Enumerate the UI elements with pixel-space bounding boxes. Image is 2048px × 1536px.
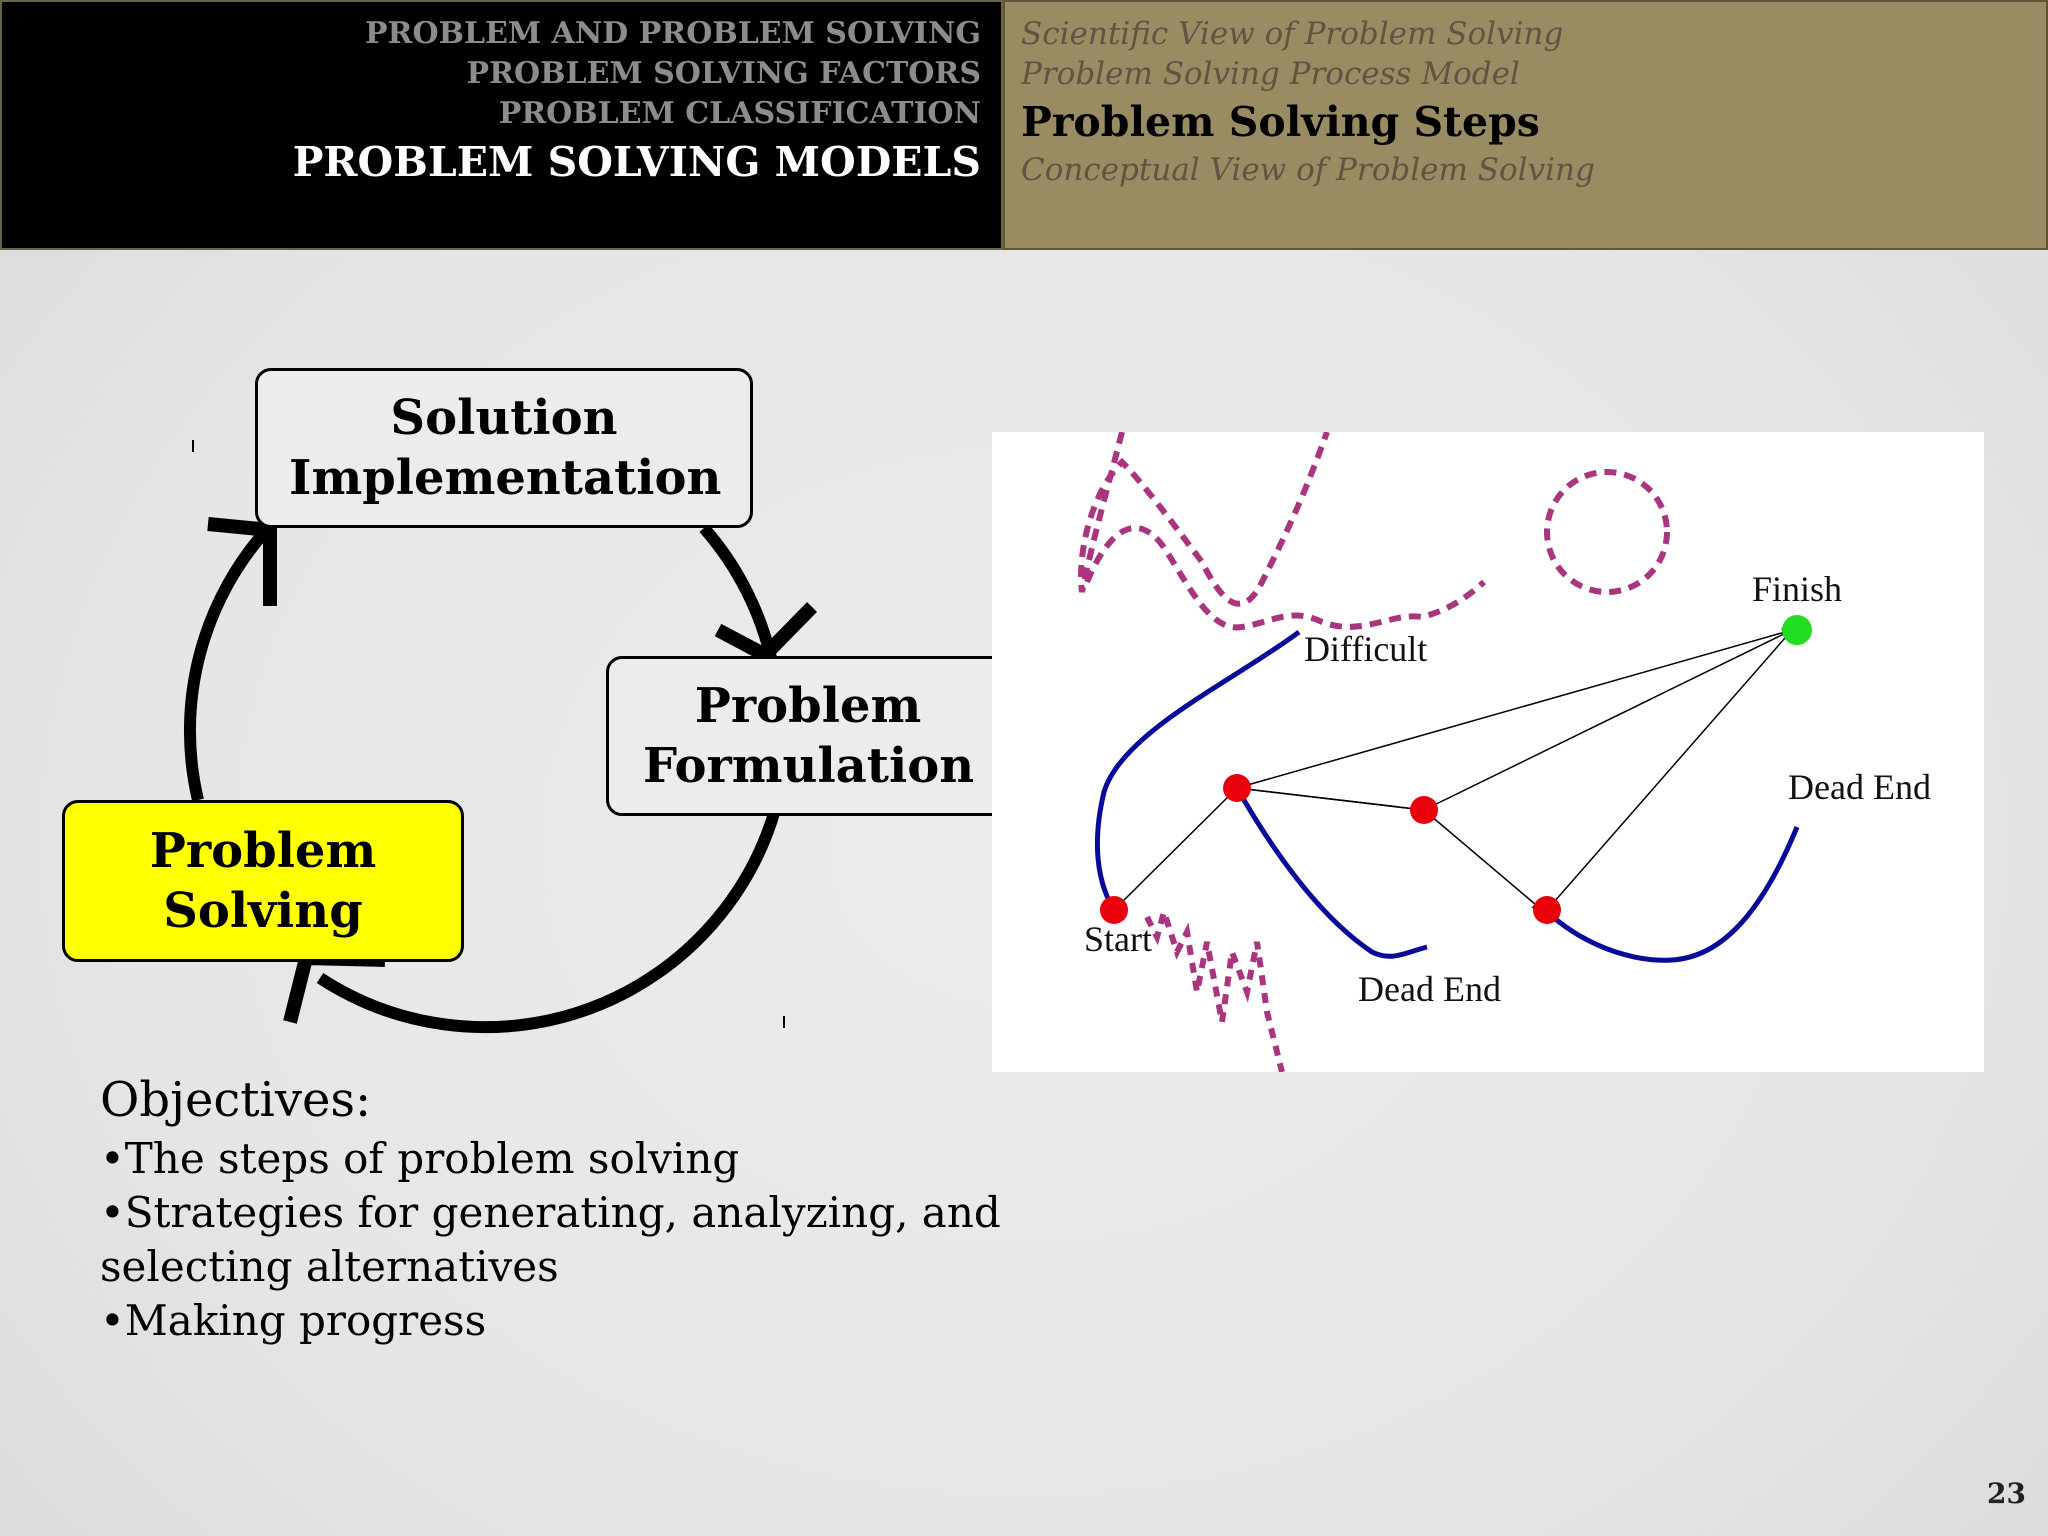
edge-node2-to-finish	[1423, 629, 1793, 811]
edge-node3-to-finish	[1546, 629, 1793, 911]
cycle-arrowhead-right	[714, 602, 818, 664]
problem-path-diagram: Difficult Finish Dead End Start Dead End	[992, 432, 1984, 1072]
subnav-item-process-model[interactable]: Problem Solving Process Model	[1021, 56, 1520, 92]
header-right-panel: Scientific View of Problem Solving Probl…	[1003, 0, 2048, 250]
path-dead-end-bottom	[1234, 786, 1428, 959]
solution-implementation-box: Solution Implementation	[255, 368, 753, 528]
label-finish: Finish	[1752, 569, 1843, 609]
cycle-arc-formulation-to-solving	[316, 808, 781, 1034]
label-dead-end-bottom: Dead End	[1358, 969, 1501, 1009]
objectives-title: Objectives:	[100, 1072, 372, 1128]
edge-node2-to-node3	[1423, 809, 1543, 911]
problem-formulation-box: Problem Formulation	[606, 656, 1010, 816]
node-2	[1410, 796, 1438, 824]
path-dead-end-right	[1545, 826, 1800, 963]
cycle-arrowhead-top	[207, 517, 277, 606]
header-left-panel: PROBLEM AND PROBLEM SOLVING PROBLEM SOLV…	[0, 0, 1003, 250]
subnav-item-problem-solving-steps[interactable]: Problem Solving Steps	[1021, 98, 1540, 146]
path-graph	[1078, 432, 1812, 1072]
nav-item-problem-solving-factors[interactable]: PROBLEM SOLVING FACTORS	[466, 56, 981, 91]
objective-item: •Making progress	[100, 1296, 487, 1345]
problem-formulation-label: Problem Formulation	[643, 678, 975, 794]
nav-item-problem-solving-models[interactable]: PROBLEM SOLVING MODELS	[292, 138, 981, 186]
cycle-arc-solving-to-implementation	[183, 521, 275, 802]
edge-node2-to-node1	[1235, 783, 1425, 811]
nav-item-problem-and-problem-solving[interactable]: PROBLEM AND PROBLEM SOLVING	[364, 16, 981, 51]
dashed-curve-top-left	[1078, 432, 1330, 607]
label-difficult: Difficult	[1304, 629, 1428, 669]
subnav-item-scientific-view[interactable]: Scientific View of Problem Solving	[1021, 16, 1564, 52]
solution-implementation-label: Solution Implementation	[289, 390, 722, 506]
edge-start-to-node1	[1113, 787, 1238, 911]
dashed-curve-bottom	[1144, 901, 1285, 1072]
start-node	[1100, 896, 1128, 924]
dashed-curve-wave	[1084, 525, 1487, 631]
nav-item-problem-classification[interactable]: PROBLEM CLASSIFICATION	[498, 96, 981, 131]
problem-solving-box: Problem Solving	[62, 800, 464, 962]
label-start: Start	[1084, 919, 1152, 959]
objective-item: •Strategies for generating, analyzing, a…	[100, 1188, 1001, 1291]
node-3	[1533, 896, 1561, 924]
edge-node1-to-finish	[1236, 627, 1794, 789]
header-navigation: PROBLEM AND PROBLEM SOLVING PROBLEM SOLV…	[0, 0, 2048, 252]
page-number: 23	[1987, 1477, 2026, 1510]
label-dead-end-right: Dead End	[1788, 767, 1931, 807]
path-start-to-difficult	[1094, 629, 1301, 912]
subnav-item-conceptual-view[interactable]: Conceptual View of Problem Solving	[1021, 152, 1595, 188]
finish-node	[1782, 615, 1812, 645]
dashed-circle	[1544, 469, 1670, 595]
objectives-section: Objectives: •The steps of problem solvin…	[100, 1068, 1140, 1348]
objective-item: •The steps of problem solving	[100, 1134, 740, 1183]
node-1	[1223, 774, 1251, 802]
problem-solving-label: Problem Solving	[149, 823, 377, 939]
